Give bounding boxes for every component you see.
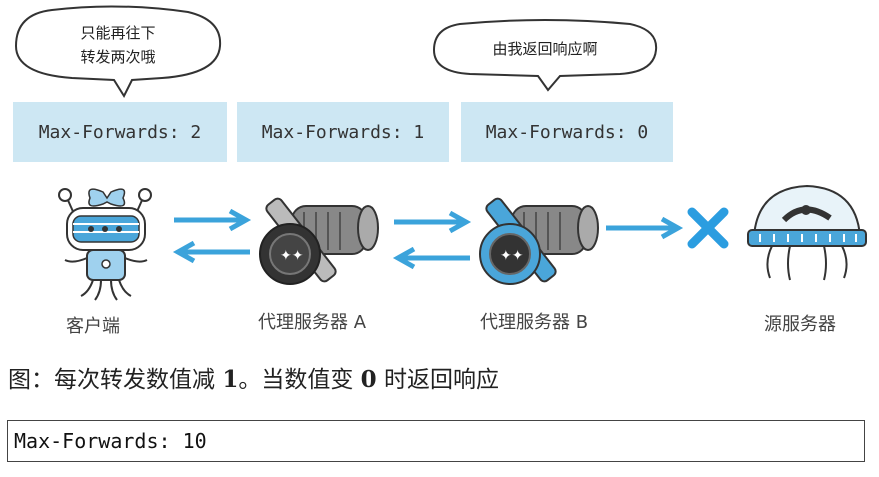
origin-server-label: 源服务器 — [764, 314, 836, 335]
max-forwards-box-client: Max-Forwards: 2 — [13, 102, 227, 162]
caption-prefix: 图：每次转发数值减 — [8, 367, 223, 393]
arrow-client-to-proxy-a-icon — [174, 208, 252, 232]
client-robot-icon — [58, 188, 152, 301]
proxy-b-icon: ✦✦ — [479, 197, 599, 285]
arrow-proxy-b-to-proxy-a-icon — [392, 246, 470, 270]
proxy-a-label: 代理服务器 A — [258, 312, 367, 333]
caption-suffix: 时返回响应 — [376, 367, 499, 393]
code-sample-box: Max-Forwards: 10 — [7, 420, 865, 462]
code-sample-text: Max-Forwards: 10 — [14, 429, 207, 453]
speech-bubble-right: 由我返回响应啊 — [430, 19, 660, 92]
speech-bubble-left-shape — [14, 5, 222, 99]
bubble-left-line1: 只能再往下 — [80, 24, 156, 42]
client-label: 客户端 — [66, 316, 120, 337]
svg-text:✦✦: ✦✦ — [500, 248, 524, 264]
proxy-b-label: 代理服务器 B — [480, 312, 589, 333]
bubble-left-line2: 转发两次哦 — [80, 48, 156, 66]
proxy-a-icon: ✦✦ — [259, 197, 379, 285]
max-forwards-box-proxy-b: Max-Forwards: 0 — [461, 102, 673, 162]
arrow-proxy-b-to-origin-icon — [606, 216, 684, 240]
caption-num-0: 0 — [360, 366, 377, 393]
caption-middle: 。当数值变 — [238, 367, 361, 393]
arrow-proxy-a-to-client-icon — [172, 240, 250, 264]
figure-caption: 图：每次转发数值减 1。当数值变 0 时返回响应 — [8, 360, 499, 394]
caption-num-1: 1 — [222, 366, 239, 393]
arrow-proxy-a-to-proxy-b-icon — [394, 210, 472, 234]
speech-bubble-left: 只能再往下 转发两次哦 — [12, 5, 224, 99]
blocked-cross-icon — [687, 207, 729, 249]
speech-bubble-right-shape — [432, 19, 658, 92]
max-forwards-box-proxy-a: Max-Forwards: 1 — [237, 102, 449, 162]
bubble-right-text: 由我返回响应啊 — [492, 40, 598, 58]
svg-text:✦✦: ✦✦ — [280, 248, 304, 264]
origin-server-icon — [747, 184, 867, 281]
